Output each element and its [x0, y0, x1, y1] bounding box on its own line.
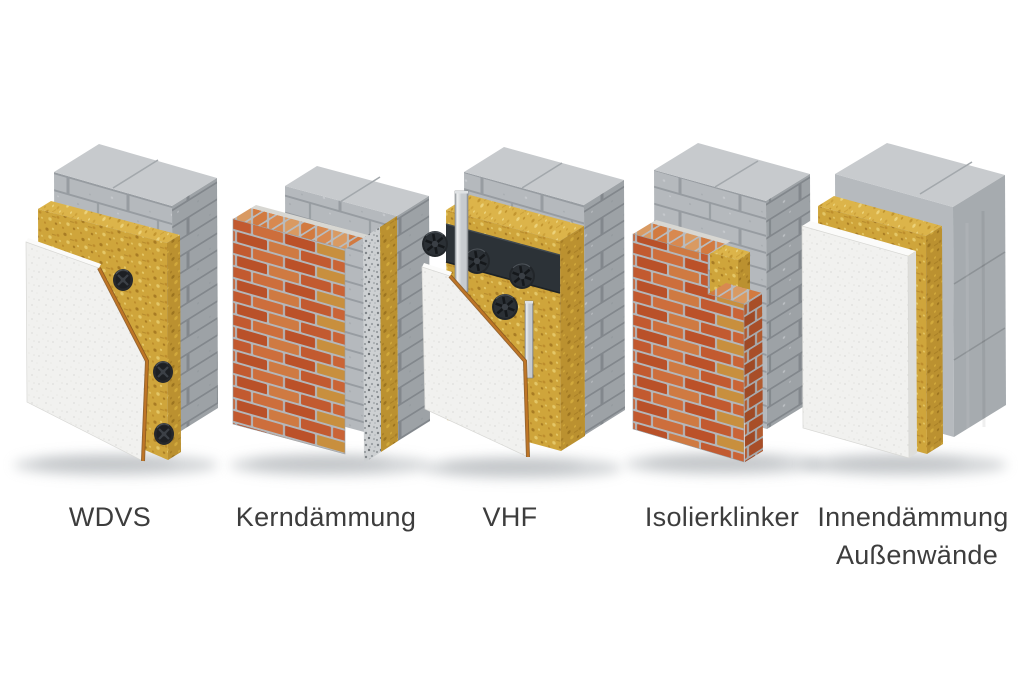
- label-wdvs: WDVS: [68, 502, 152, 532]
- drop-shadow: [422, 457, 622, 479]
- figure-kerndaemmung: [220, 142, 440, 482]
- mounting-rails: [454, 190, 534, 379]
- figure-vhf: [420, 142, 642, 482]
- figure-isolierklinker: [620, 142, 840, 482]
- brick-facing-layer: [232, 205, 368, 455]
- drop-shadow: [625, 453, 825, 475]
- interior-board-layer: [801, 221, 917, 459]
- label-vhf: VHF: [482, 502, 538, 532]
- mineral-wool-insulation-layer: [380, 216, 398, 452]
- render-panel-layer: [25, 238, 150, 462]
- figure-wdvs: [8, 142, 228, 482]
- label-isolierklinker: Isolierklinker: [644, 502, 800, 532]
- label-aussenwaende: Außenwände: [835, 540, 999, 570]
- granulate-fill-layer: [363, 227, 381, 463]
- drop-shadow: [14, 454, 218, 476]
- drop-shadow: [230, 454, 430, 476]
- label-innendaemmung: Innendämmung: [817, 502, 1009, 532]
- label-kerndaemmung: Kerndämmung: [235, 502, 417, 532]
- clinker-brick-facing-layer: [632, 220, 763, 463]
- cladding-panel-layer: [421, 263, 530, 458]
- aluminum-rail: [454, 190, 469, 293]
- figure-innendaemmung: [800, 142, 1020, 482]
- drop-shadow: [803, 454, 1007, 476]
